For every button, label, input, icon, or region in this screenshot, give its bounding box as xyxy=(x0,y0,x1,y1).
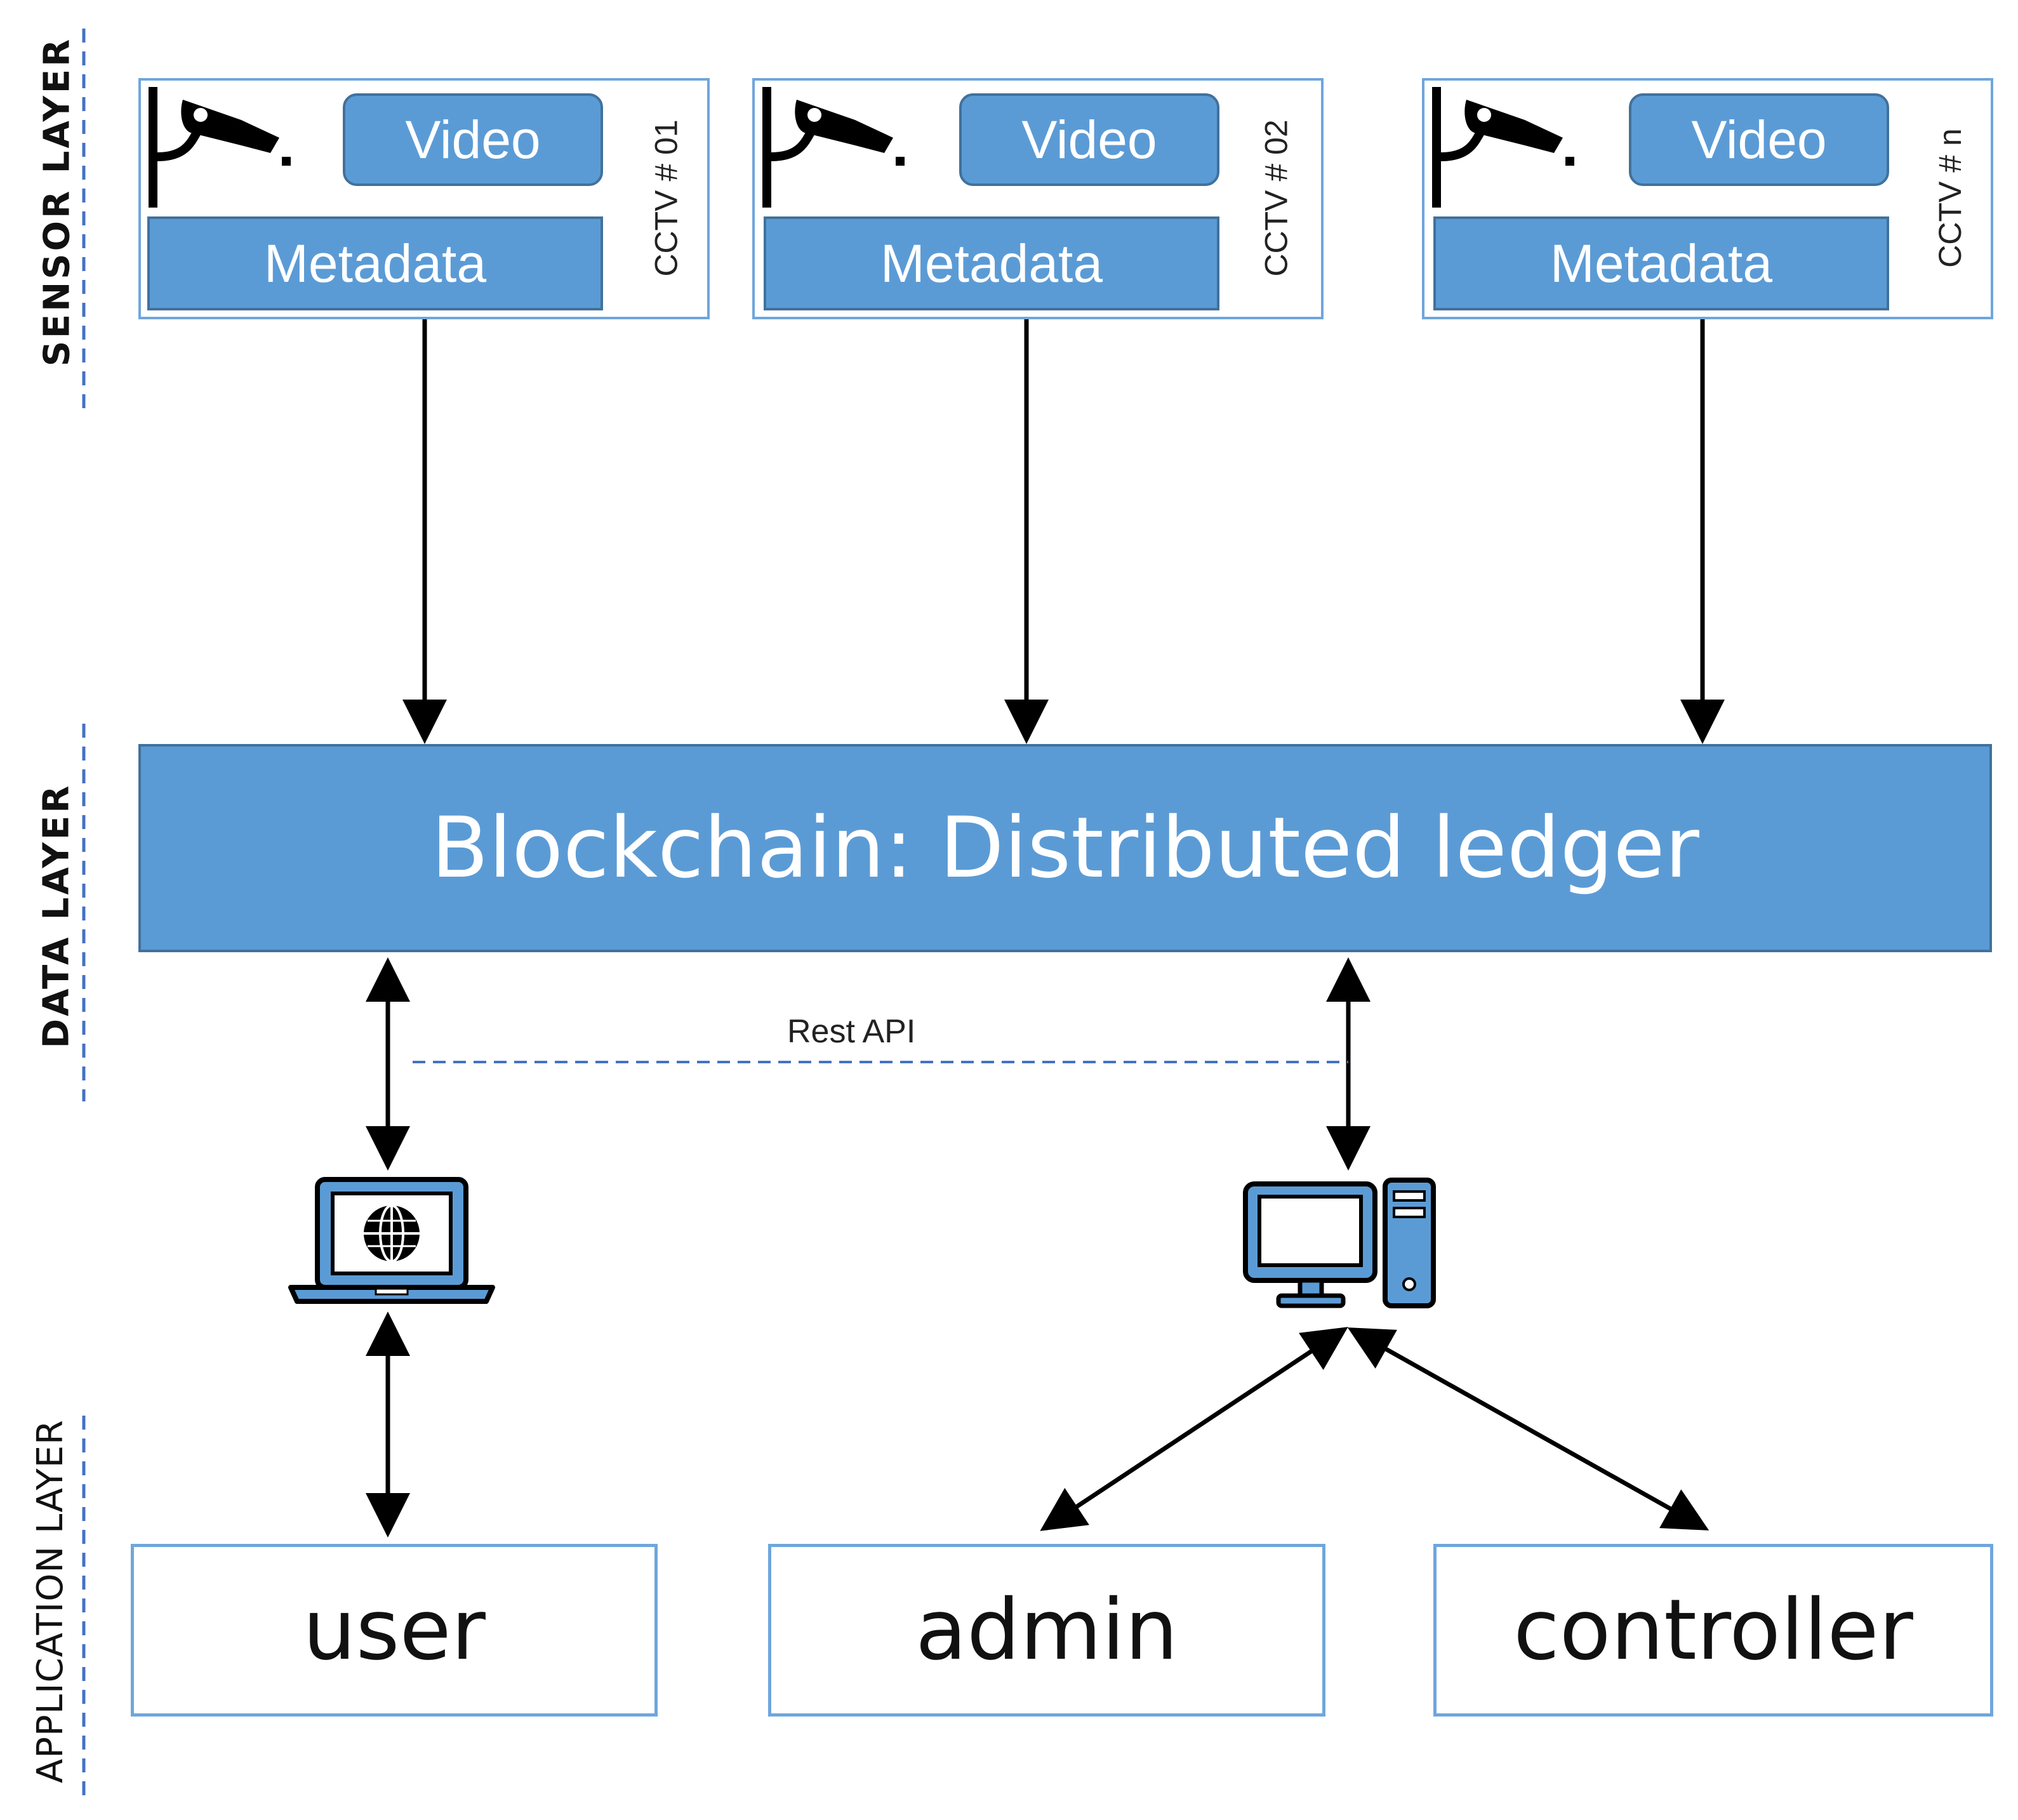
video-stream-block: Video xyxy=(959,93,1219,186)
cctv-id-label: CCTV # 02 xyxy=(1259,119,1295,277)
laptop-globe-icon xyxy=(288,1177,495,1304)
user-role-box: user xyxy=(131,1544,658,1717)
blockchain-ledger-block: Blockchain: Distributed ledger xyxy=(138,744,1992,952)
desktop-controller-arrow xyxy=(1347,1327,1709,1531)
role-label: admin xyxy=(915,1581,1178,1679)
ledger-label: Blockchain: Distributed ledger xyxy=(431,799,1699,897)
metadata-block: Metadata xyxy=(147,216,603,310)
metadata-block: Metadata xyxy=(1433,216,1889,310)
cctv-unit: Video Metadata CCTV # 02 xyxy=(752,78,1324,319)
controller-role-box: controller xyxy=(1433,1544,1993,1717)
desktop-computer-icon xyxy=(1243,1178,1436,1308)
desktop-admin-arrow xyxy=(1040,1327,1348,1531)
metadata-block: Metadata xyxy=(764,216,1219,310)
cctv-id-label: CCTV # n xyxy=(1932,128,1968,268)
admin-role-box: admin xyxy=(768,1544,1325,1717)
video-stream-block: Video xyxy=(1629,93,1889,186)
cctv-camera-icon xyxy=(149,87,291,208)
cctv-unit: Video Metadata CCTV # 01 xyxy=(138,78,710,319)
cctv-camera-icon xyxy=(1432,87,1574,208)
cctv-unit: Video Metadata CCTV # n xyxy=(1422,78,1993,319)
cctv-camera-icon xyxy=(762,87,905,208)
cctv-id-label: CCTV # 01 xyxy=(649,119,685,277)
video-stream-block: Video xyxy=(343,93,603,186)
rest-api-label: Rest API xyxy=(787,1013,916,1050)
role-label: controller xyxy=(1513,1581,1913,1679)
role-label: user xyxy=(303,1581,486,1679)
